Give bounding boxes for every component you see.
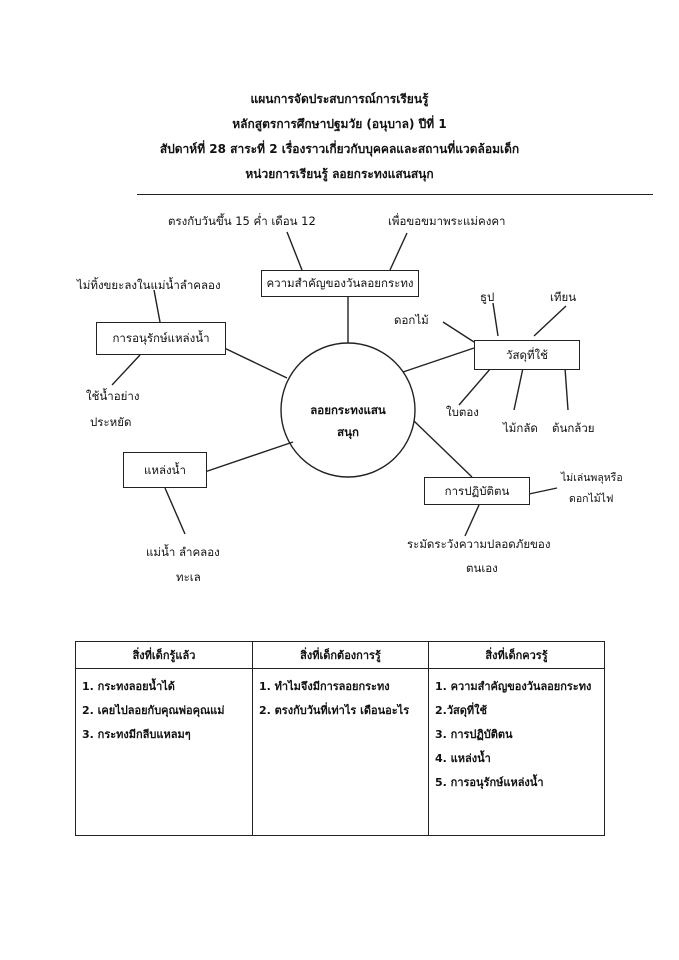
material-banana-leaf-label: ใบตอง xyxy=(446,405,479,419)
link-materials-banana-leaf xyxy=(458,367,492,406)
water-rivers-label: แม่น้ำ ลำคลอง xyxy=(146,545,220,559)
conduct-box: การปฏิบัติตน xyxy=(424,477,530,505)
material-candle-label: เทียน xyxy=(550,290,577,304)
link-center-water xyxy=(189,441,294,478)
kwl-header-want: สิ่งที่เด็กต้องการรู้ xyxy=(252,641,429,669)
kwl-header-known: สิ่งที่เด็กรู้แล้ว xyxy=(75,641,253,669)
center-topic-line1: ลอยกระทงแสน xyxy=(310,403,386,417)
conduct-fireworks-label-2: ดอกไม้ไฟ xyxy=(569,493,614,505)
link-materials-flower xyxy=(442,321,475,343)
link-water-rivers xyxy=(164,487,186,535)
material-flower-label: ดอกไม้ xyxy=(394,313,429,327)
list-item: 4. แหล่งน้ำ xyxy=(435,752,491,765)
water-box: แหล่งน้ำ xyxy=(123,452,207,488)
kwl-body-row: 1. กระทงลอยน้ำได้ 2. เคยไปลอยกับคุณพ่อคุ… xyxy=(75,668,605,836)
kwl-should-cell: 1. ความสำคัญของวันลอยกระทง 2.วัสดุที่ใช้… xyxy=(428,668,605,836)
kwl-known-cell: 1. กระทงลอยน้ำได้ 2. เคยไปลอยกับคุณพ่อคุ… xyxy=(75,668,253,836)
material-pin-label: ไม้กลัด xyxy=(503,421,538,435)
materials-box: วัสดุที่ใช้ xyxy=(474,340,580,370)
kwl-want-cell: 1. ทำไมจึงมีการลอยกระทง 2. ตรงกับวันที่เ… xyxy=(252,668,429,836)
center-topic: ลอยกระทงแสน สนุก xyxy=(284,399,412,443)
kwl-header-should: สิ่งที่เด็กควรรู้ xyxy=(428,641,605,669)
link-conduct-safety xyxy=(464,504,480,537)
conserve-box: การอนุรักษ์แหล่งน้ำ xyxy=(96,322,226,355)
link-center-materials xyxy=(402,347,475,373)
link-conserve-garbage xyxy=(153,289,161,323)
conduct-safety-label-1: ระมัดระวังความปลอดภัยของ xyxy=(407,537,551,551)
list-item: 2. ตรงกับวันที่เท่าไร เดือนอะไร xyxy=(259,704,410,717)
link-conduct-fireworks xyxy=(528,487,558,495)
curriculum-line: หลักสูตรการศึกษาปฐมวัย (อนุบาล) ปีที่ 1 xyxy=(232,117,447,131)
list-item: 5. การอนุรักษ์แหล่งน้ำ xyxy=(435,776,544,789)
center-topic-line2: สนุก xyxy=(337,425,359,439)
list-item: 1. ความสำคัญของวันลอยกระทง xyxy=(435,680,592,693)
unit-line: หน่วยการเรียนรู้ ลอยกระทงแสนสนุก xyxy=(245,167,434,181)
kwl-table: สิ่งที่เด็กรู้แล้ว สิ่งที่เด็กต้องการรู้… xyxy=(75,641,605,836)
importance-date-label: ตรงกับวันขึ้น 15 ค่ำ เดือน 12 xyxy=(168,214,316,228)
week-strand-line: สัปดาห์ที่ 28 สาระที่ 2 เรื่องราวเกี่ยวก… xyxy=(159,142,520,156)
list-item: 2.วัสดุที่ใช้ xyxy=(435,704,487,717)
link-center-conduct xyxy=(413,420,473,478)
conserve-save-label-2: ประหยัด xyxy=(90,415,132,429)
conserve-garbage-label: ไม่ทิ้งขยะลงในแม่น้ำลำคลอง xyxy=(77,278,221,292)
importance-box: ความสำคัญของวันลอยกระทง xyxy=(261,270,419,297)
link-materials-pin xyxy=(513,367,524,411)
material-banana-trunk-label: ต้นกล้วย xyxy=(552,421,595,435)
conduct-safety-label-2: ตนเอง xyxy=(466,561,498,575)
importance-purpose-label: เพื่อขอขมาพระแม่คงคา xyxy=(388,214,506,228)
list-item: 1. ทำไมจึงมีการลอยกระทง xyxy=(259,680,390,693)
list-item: 3. การปฏิบัติตน xyxy=(435,728,513,741)
list-item: 1. กระทงลอยน้ำได้ xyxy=(82,680,175,693)
list-item: 3. กระทงมีกลีบแหลมๆ xyxy=(82,728,191,741)
link-materials-candle xyxy=(533,305,567,337)
link-center-conserve xyxy=(217,344,288,379)
kwl-header-row: สิ่งที่เด็กรู้แล้ว สิ่งที่เด็กต้องการรู้… xyxy=(75,641,605,669)
link-importance-purpose xyxy=(389,232,408,271)
plan-title: แผนการจัดประสบการณ์การเรียนรู้ xyxy=(250,92,429,106)
link-conserve-save xyxy=(111,354,141,386)
water-sea-label: ทะเล xyxy=(176,570,201,584)
link-materials-banana-trunk xyxy=(564,367,569,411)
material-incense-label: ธูป xyxy=(480,290,495,304)
header-divider xyxy=(137,194,653,195)
link-importance-date xyxy=(286,231,303,271)
conserve-save-label-1: ใช้น้ำอย่าง xyxy=(86,389,140,403)
link-materials-incense xyxy=(492,302,499,337)
conduct-fireworks-label-1: ไม่เล่นพลุหรือ xyxy=(561,472,623,484)
list-item: 2. เคยไปลอยกับคุณพ่อคุณแม่ xyxy=(82,704,225,717)
